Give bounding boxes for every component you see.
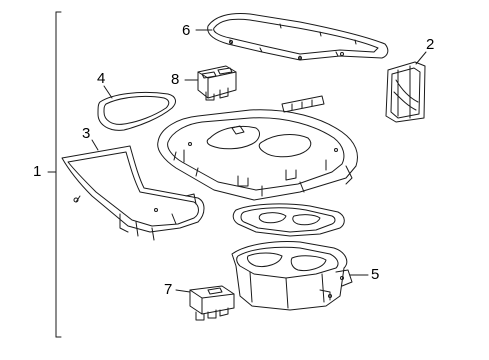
callout-1-label: 1 bbox=[33, 163, 42, 180]
part-3-side-panel bbox=[61, 145, 205, 241]
part-1-console-body bbox=[157, 109, 358, 201]
part-7-connector bbox=[189, 285, 235, 321]
bracket-1 bbox=[47, 11, 62, 338]
leader-7 bbox=[175, 289, 191, 293]
part-emblem-strip bbox=[281, 95, 325, 113]
callout-7-label: 7 bbox=[164, 281, 173, 298]
part-4-pad bbox=[97, 91, 176, 131]
part-gasket-plate bbox=[232, 203, 345, 237]
leader-2 bbox=[415, 51, 427, 65]
leader-3 bbox=[91, 139, 99, 151]
callout-6-label: 6 bbox=[182, 22, 191, 39]
part-8-switch bbox=[197, 65, 237, 101]
callout-4-label: 4 bbox=[97, 70, 106, 87]
callout-8-label: 8 bbox=[171, 71, 180, 88]
part-5-cupholder bbox=[231, 241, 353, 311]
part-2-vent-boot bbox=[385, 61, 426, 123]
leader-4 bbox=[103, 85, 113, 99]
callout-5-label: 5 bbox=[371, 266, 380, 283]
callout-3-label: 3 bbox=[82, 125, 91, 142]
part-6-trim-bezel bbox=[207, 13, 389, 61]
callout-2-label: 2 bbox=[426, 36, 435, 53]
